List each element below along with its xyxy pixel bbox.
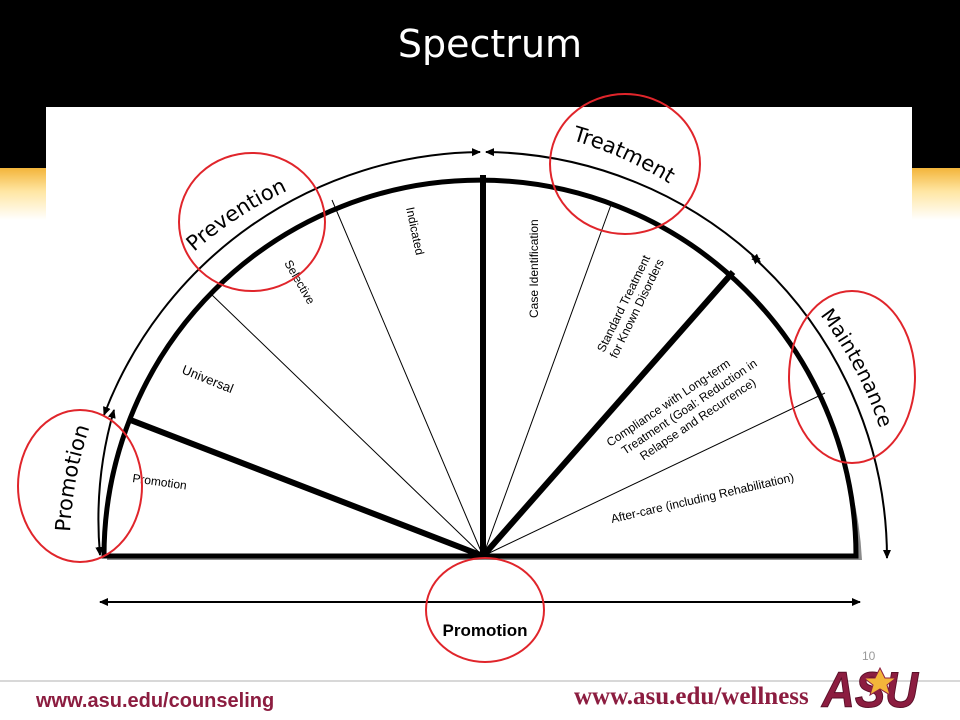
slide-number: 10 bbox=[862, 649, 876, 663]
arc-label-promotion: Promotion bbox=[51, 421, 94, 532]
arc-arrow-promotion bbox=[95, 409, 116, 556]
slide-title: Spectrum bbox=[397, 22, 583, 66]
asu-logo: ASU bbox=[820, 662, 920, 714]
sector-label-case-identification: Case Identification bbox=[527, 219, 541, 318]
asu-logo-text: ASU bbox=[820, 662, 920, 714]
highlight-circle-promotion-side bbox=[17, 409, 143, 563]
sector-divider bbox=[126, 416, 485, 559]
footer-url-wellness: www.asu.edu/wellness bbox=[574, 683, 809, 710]
highlight-circle-treatment bbox=[549, 93, 701, 235]
footer-url-counseling: www.asu.edu/counseling bbox=[36, 690, 275, 712]
footer-divider bbox=[0, 680, 960, 682]
arc-arrow-prevention bbox=[103, 148, 481, 416]
arc-arrow-maintenance bbox=[751, 255, 891, 559]
arc-arrow-treatment bbox=[485, 148, 761, 263]
highlight-circle-promotion-bottom bbox=[425, 557, 545, 663]
highlight-circle-prevention bbox=[178, 152, 326, 292]
asu-logo-star bbox=[862, 666, 898, 697]
highlight-circle-maintenance bbox=[788, 290, 916, 464]
sector-divider bbox=[480, 270, 736, 558]
bottom-label-promotion: Promotion bbox=[443, 621, 528, 640]
